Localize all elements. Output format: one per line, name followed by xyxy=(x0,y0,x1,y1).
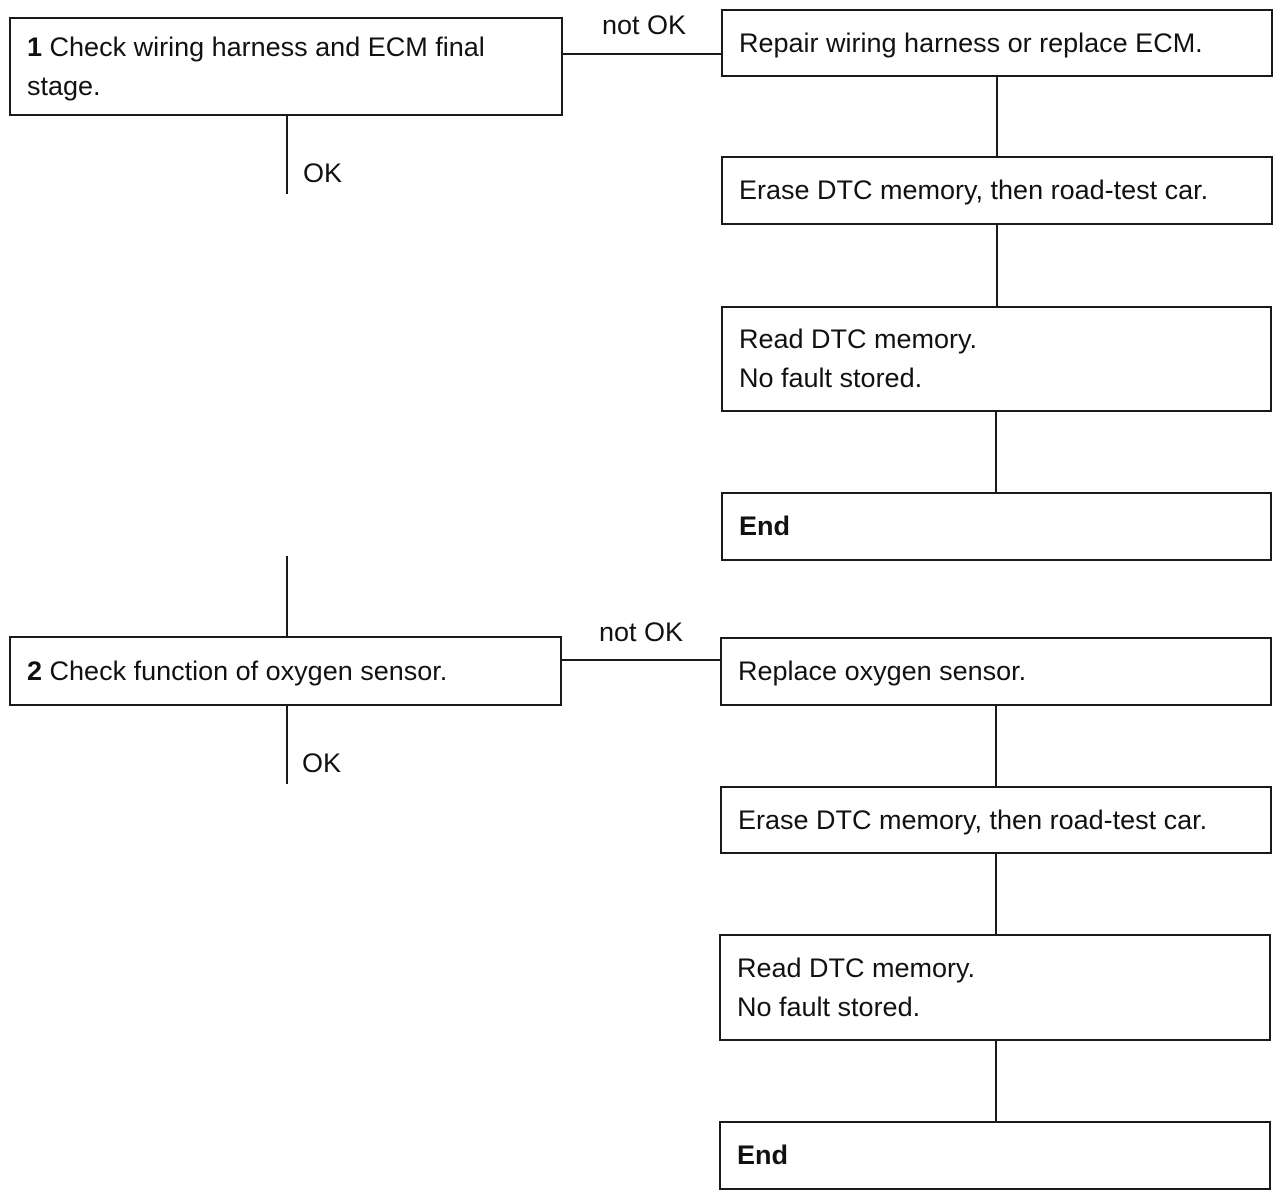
step-1-check-label: Check wiring harness and ECM final stage… xyxy=(27,31,485,101)
step-2-action-1-box: Replace oxygen sensor. xyxy=(720,637,1272,706)
step-1-result-line-1: Read DTC memory. xyxy=(739,324,978,354)
step-1-not-ok-label: not OK xyxy=(602,10,687,40)
step-2-ok-label: OK xyxy=(302,748,342,778)
step-2-incoming-connector xyxy=(286,556,288,636)
step-2-result-line-2: No fault stored. xyxy=(737,991,921,1022)
step-2-connector-c xyxy=(995,1041,997,1121)
step-1-number: 1 xyxy=(27,31,43,62)
step-2-not-ok-connector xyxy=(562,659,720,661)
step-2-action-1-text: Replace oxygen sensor. xyxy=(738,656,1027,686)
step-1-action-2-box: Erase DTC memory, then road-test car. xyxy=(721,156,1273,225)
step-2-end-label: End xyxy=(737,1140,788,1170)
step-1-end-box: End xyxy=(721,492,1272,561)
step-1-connector-a xyxy=(996,77,998,156)
step-1-action-2-text: Erase DTC memory, then road-test car. xyxy=(739,175,1209,205)
step-2-action-2-box: Erase DTC memory, then road-test car. xyxy=(720,786,1272,854)
step-2-not-ok-label: not OK xyxy=(599,617,684,647)
step-2-connector-a xyxy=(995,706,997,786)
step-1-ok-label: OK xyxy=(303,158,343,188)
step-1-end-label: End xyxy=(739,511,790,541)
step-1-ok-connector xyxy=(286,116,288,194)
step-2-connector-b xyxy=(995,854,997,934)
step-2-action-2-text: Erase DTC memory, then road-test car. xyxy=(738,804,1208,835)
step-2-check-label: Check function of oxygen sensor. xyxy=(49,655,448,686)
step-1-connector-c xyxy=(995,412,997,492)
step-1-check-box: 1 Check wiring harness and ECM final sta… xyxy=(9,17,563,116)
step-1-result-line-2: No fault stored. xyxy=(739,363,923,393)
step-2-result-line-1: Read DTC memory. xyxy=(737,952,976,983)
step-1-connector-b xyxy=(996,225,998,306)
step-2-check-text: 2 Check function of oxygen sensor. xyxy=(27,652,560,691)
step-2-check-box: 2 Check function of oxygen sensor. xyxy=(9,636,562,706)
step-2-result-box: Read DTC memory. No fault stored. xyxy=(719,934,1271,1041)
step-1-not-ok-connector xyxy=(563,53,721,55)
step-1-result-box: Read DTC memory. No fault stored. xyxy=(721,306,1272,412)
step-2-ok-connector xyxy=(286,706,288,784)
step-2-end-box: End xyxy=(719,1121,1271,1190)
step-1-action-1-box: Repair wiring harness or replace ECM. xyxy=(721,9,1273,77)
step-2-number: 2 xyxy=(27,655,43,686)
step-1-check-text: 1 Check wiring harness and ECM final sta… xyxy=(27,28,561,106)
step-1-action-1-text: Repair wiring harness or replace ECM. xyxy=(739,27,1203,58)
